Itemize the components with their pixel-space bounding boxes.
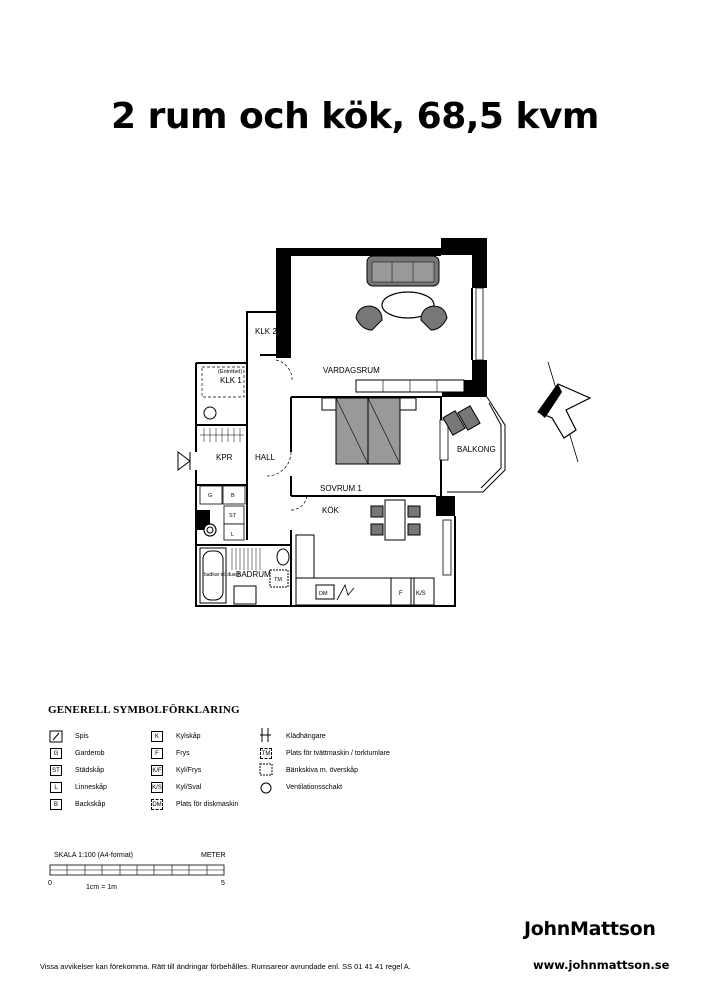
legend-symbol: TM <box>260 748 272 759</box>
label-entre: (Entrébel) <box>218 369 242 375</box>
armchairs <box>355 305 448 331</box>
scale-label: SKALA 1:100 (A4-format) <box>54 852 133 859</box>
label-st: ST <box>229 513 237 519</box>
legend-label: Spis <box>75 733 89 740</box>
label-f: F <box>399 591 403 597</box>
legend-graphics <box>49 728 273 794</box>
balcony-chairs <box>442 405 481 436</box>
scale-bar <box>49 864 225 876</box>
walls <box>195 254 473 607</box>
label-tm: TM <box>274 577 282 583</box>
legend-label: Backskåp <box>75 801 106 808</box>
legend-label: Klädhängare <box>286 733 326 740</box>
legend-label: Frys <box>176 750 190 757</box>
scale-end: 5 <box>221 880 225 887</box>
sofa <box>366 255 440 287</box>
legend-symbol: K <box>151 731 163 742</box>
legend-label: Plats för diskmaskin <box>176 801 239 808</box>
dining-table <box>370 499 421 541</box>
legend-symbol: ST <box>50 765 62 776</box>
legend-label: Städskåp <box>75 767 105 774</box>
page-title: 2 rum och kök, 68,5 kvm <box>111 96 599 137</box>
label-dm: DM <box>319 591 328 597</box>
legend-label: Kyl/Sval <box>176 784 202 791</box>
legend-symbol: K/F <box>151 765 163 776</box>
label-badrum: BADRUM <box>236 570 271 579</box>
balcony <box>447 396 506 493</box>
legend-label: Kylskåp <box>176 733 201 740</box>
label-ks: K/S <box>416 591 426 597</box>
legend-symbol: G <box>50 748 62 759</box>
wardrobes <box>199 485 246 541</box>
legend-label: Ventilationsschakt <box>286 784 343 791</box>
legend-symbol: DM <box>151 799 163 810</box>
coffee-table <box>381 291 435 319</box>
legend-symbol: K/S <box>151 782 163 793</box>
bathroom-fixtures <box>199 547 290 605</box>
brand-logo: JohnMattson <box>524 918 656 940</box>
label-g: G <box>208 493 212 499</box>
label-klk1: KLK 1 <box>220 376 242 385</box>
label-vardagsrum: VARDAGSRUM <box>323 366 380 375</box>
legend-label: Garderob <box>75 750 105 757</box>
legend-symbol: L <box>50 782 62 793</box>
legend-label: Plats för tvättmaskin / torktumlare <box>286 750 390 757</box>
bed <box>321 397 417 465</box>
scale-unit: METER <box>201 852 226 859</box>
label-b: B <box>231 493 235 499</box>
legend-label: Bänkskiva m. överskåp <box>286 767 358 774</box>
label-l: L <box>231 532 234 538</box>
label-hall: HALL <box>255 453 276 462</box>
windows <box>442 287 484 576</box>
north-arrow-icon <box>537 361 592 463</box>
scale-start: 0 <box>48 880 52 887</box>
website-link[interactable]: www.johnmattson.se <box>533 958 670 972</box>
kitchen-counter <box>295 534 435 606</box>
label-sovrum: SOVRUM 1 <box>320 484 362 493</box>
footer-note: Vissa avvikelser kan förekomma. Rätt til… <box>40 962 411 971</box>
label-klk2: KLK 2 <box>255 327 277 336</box>
label-balkong: BALKONG <box>457 445 496 454</box>
legend-title: GENERELL SYMBOLFÖRKLARING <box>48 704 240 716</box>
label-badkar: badkar el. dusch <box>204 572 241 578</box>
legend-label: Kyl/Frys <box>176 767 202 774</box>
label-kok: KÖK <box>322 506 340 515</box>
legend-symbol: F <box>151 748 163 759</box>
label-kpr: KPR <box>216 453 233 462</box>
legend-symbol: B <box>50 799 62 810</box>
legend-label: Linneskåp <box>75 784 107 791</box>
scale-note: 1cm = 1m <box>86 884 117 891</box>
